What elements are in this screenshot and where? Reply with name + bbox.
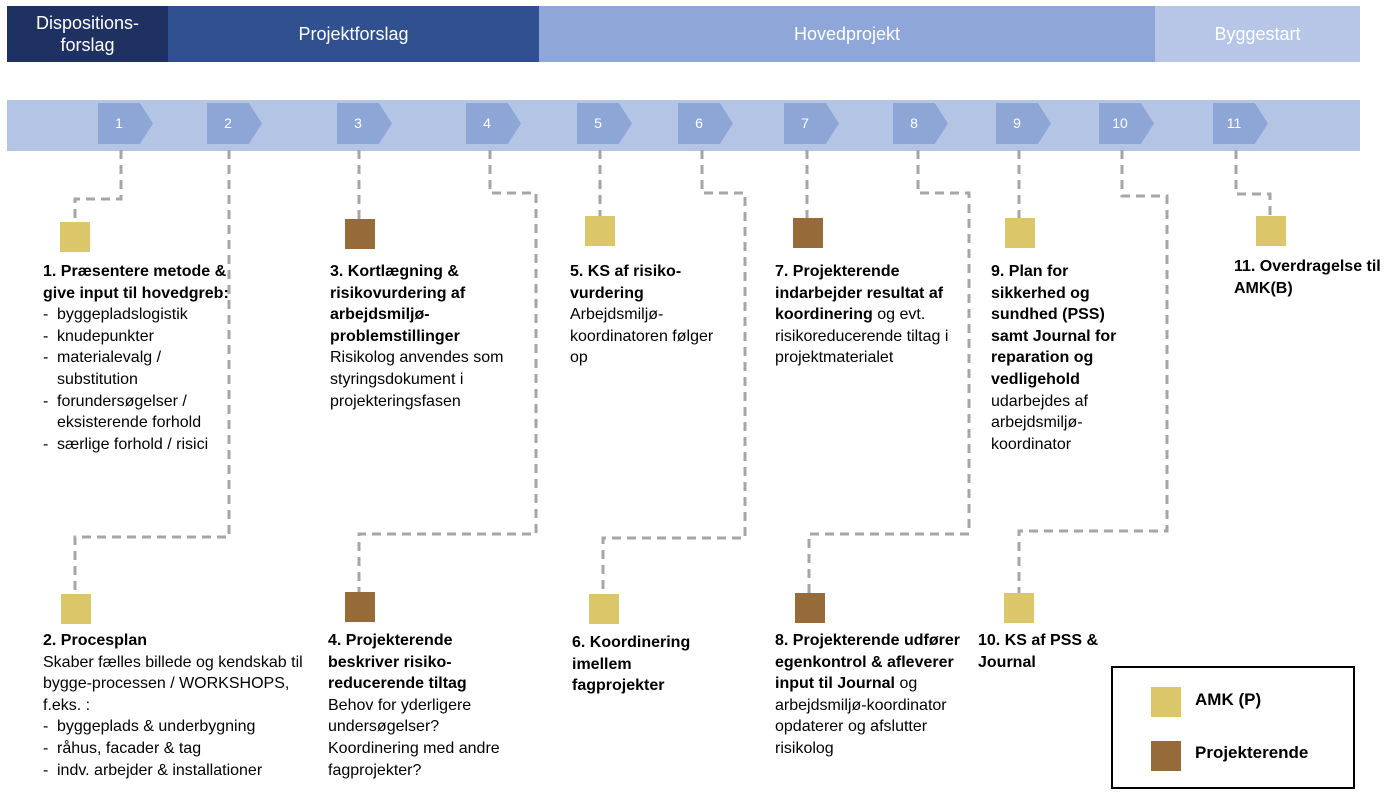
legend-projekterende-label: Projekterende [1195, 743, 1309, 762]
step-8-chevron: 8 [893, 103, 948, 144]
step-2-chevron: 2 [207, 103, 262, 144]
connector-1 [73, 150, 123, 222]
step-2-description: 2. Procesplan Skaber fælles billede og k… [43, 630, 313, 781]
list-item: særlige forhold / risici [43, 434, 243, 456]
phase-byggestart: Byggestart [1155, 6, 1360, 62]
step-1-chevron: 1 [98, 103, 153, 144]
step-1-list: byggepladslogistik knudepunkter material… [43, 304, 243, 455]
step-4-projekterende-square [345, 592, 375, 622]
step-9-text: udarbejdes af arbejdsmiljø-koordinator [991, 392, 1088, 453]
step-3-description: 3. Kortlægning & risikovurdering af arbe… [330, 261, 530, 412]
step-10-title: 10. KS af PSS & Journal [978, 632, 1099, 671]
step-8-text: og arbejdsmiljø-koordinator opdaterer og… [775, 675, 947, 757]
step-9-amk-square [1005, 218, 1035, 248]
legend-amk-label: AMK (P) [1195, 690, 1262, 709]
step-10-chevron: 10 [1099, 103, 1154, 144]
step-10-amk-square [1004, 593, 1034, 623]
step-5-amk-square [585, 216, 615, 246]
step-9-description: 9. Plan for sikkerhed og sundhed (PSS) s… [991, 261, 1141, 455]
phase-projektforslag: Projektforslag [168, 6, 539, 62]
step-3-title: 3. Kortlægning & risikovurdering af arbe… [330, 263, 466, 345]
step-11-amk-square [1256, 216, 1286, 246]
step-7-description: 7. Projekterende indarbejder resultat af… [775, 261, 970, 369]
step-7-projekterende-square [793, 218, 823, 248]
step-2-text: Skaber fælles billede og kendskab til by… [43, 653, 303, 714]
step-6-chevron: 6 [678, 103, 733, 144]
step-11-description: 11. Overdragelse til AMK(B) [1234, 256, 1384, 299]
list-item: råhus, facader & tag [43, 738, 313, 760]
connector-8 [807, 150, 971, 593]
list-item: forundersøgelser / eksisterende forhold [43, 391, 243, 434]
connector-11 [1234, 150, 1272, 216]
list-item: materialevalg / substitution [43, 347, 243, 390]
step-5-chevron: 5 [577, 103, 632, 144]
step-2-amk-square [61, 594, 91, 624]
step-3-projekterende-square [345, 219, 375, 249]
step-6-amk-square [589, 594, 619, 624]
step-1-description: 1. Præsentere metode & give input til ho… [43, 261, 243, 455]
step-7-chevron: 7 [784, 103, 839, 144]
step-3-text: Risikolog anvendes som styringsdokument … [330, 349, 504, 410]
step-5-text: Arbejdsmiljø-koordinatoren følger op [570, 306, 714, 367]
connector-6 [601, 150, 747, 594]
step-10-description: 10. KS af PSS & Journal [978, 630, 1118, 673]
step-7-title: 7. Projekterende indarbejder resultat af… [775, 263, 944, 324]
step-8-description: 8. Projekterende udfører egenkontrol & a… [775, 630, 980, 760]
step-4-chevron: 4 [466, 103, 521, 144]
step-8-projekterende-square [795, 593, 825, 623]
step-11-chevron: 11 [1213, 103, 1268, 144]
step-1-title: 1. Præsentere metode & give input til ho… [43, 263, 229, 302]
step-11-title: 11. Overdragelse til AMK(B) [1234, 258, 1381, 297]
step-1-amk-square [60, 222, 90, 252]
list-item: knudepunkter [43, 326, 243, 348]
legend-amk-swatch [1151, 687, 1181, 717]
step-7-text: og evt. risikoreducerende tiltag i proje… [775, 306, 949, 367]
legend: AMK (P) Projekterende [1111, 666, 1355, 789]
step-6-title: 6. Koordinering imellem fagprojekter [572, 634, 691, 695]
step-4-text: Behov for yderligere undersøgelser? Koor… [328, 696, 500, 779]
connector-10 [1017, 150, 1169, 593]
step-4-title: 4. Projekterende beskriver risiko-reduce… [328, 632, 467, 693]
list-item: byggepladslogistik [43, 304, 243, 326]
list-item: indv. arbejder & installationer [43, 760, 313, 782]
step-8-title: 8. Projekterende udfører egenkontrol & a… [775, 632, 960, 693]
step-5-description: 5. KS af risiko-vurdering Arbejdsmiljø-k… [570, 261, 720, 369]
legend-projekterende-swatch [1151, 741, 1181, 771]
connector-4 [357, 150, 538, 592]
list-item: byggeplads & underbygning [43, 716, 313, 738]
phase-dispositionsforslag: Dispositions- forslag [7, 6, 168, 62]
step-9-title: 9. Plan for sikkerhed og sundhed (PSS) s… [991, 263, 1117, 388]
step-2-list: byggeplads & underbygning råhus, facader… [43, 716, 313, 781]
phase-hovedprojekt: Hovedprojekt [539, 6, 1155, 62]
step-9-chevron: 9 [996, 103, 1051, 144]
step-2-title: 2. Procesplan [43, 632, 148, 649]
step-5-title: 5. KS af risiko-vurdering [570, 263, 682, 302]
step-6-description: 6. Koordinering imellem fagprojekter [572, 632, 717, 697]
step-3-chevron: 3 [337, 103, 392, 144]
step-4-description: 4. Projekterende beskriver risiko-reduce… [328, 630, 528, 781]
